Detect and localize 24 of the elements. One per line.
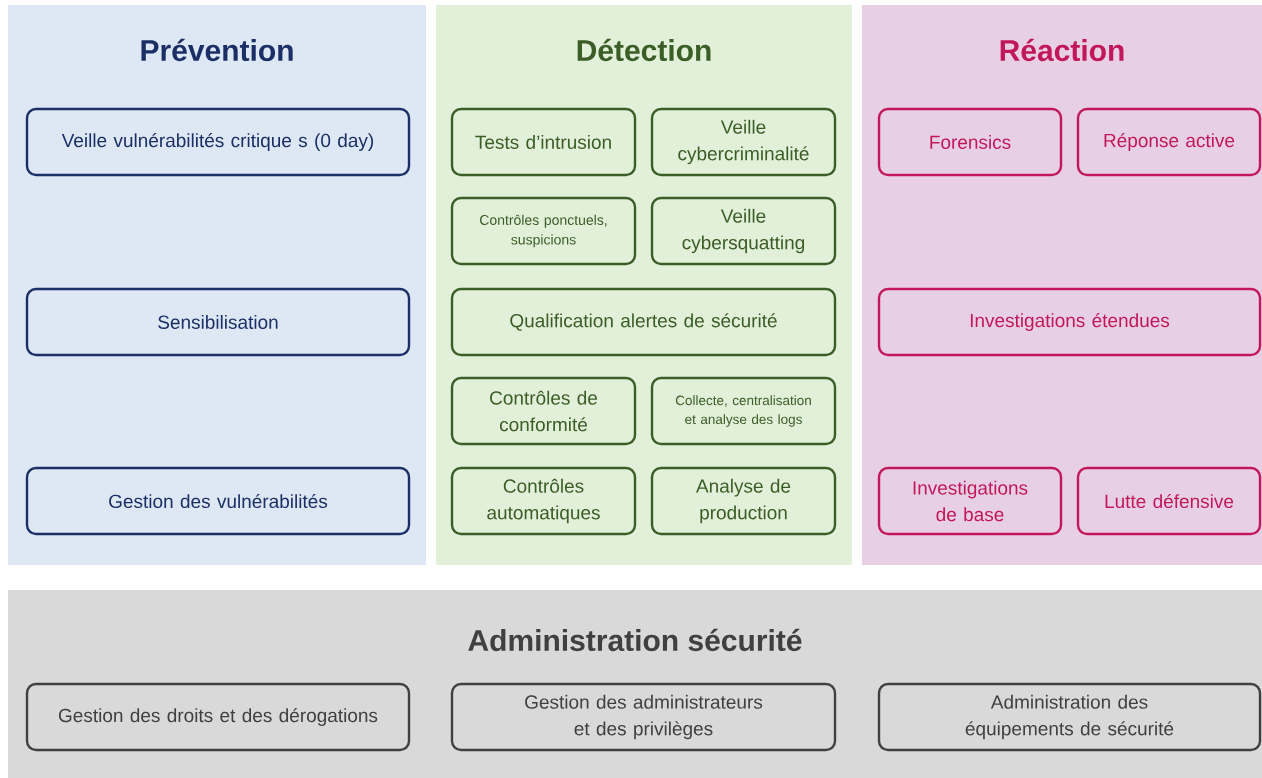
text-box: Gestion des droits et des dérogations (25, 682, 411, 752)
text-box: Administration des équipements de sécurité (877, 682, 1262, 752)
panel-heading: Administration sécurité (468, 628, 802, 652)
text-box: Veille cybersquatting (650, 196, 837, 266)
text-box: Tests d’intrusion (450, 107, 637, 177)
text-box: Contrôles automatiques (450, 466, 637, 536)
text-box: Gestion des vulnérabilités (25, 466, 411, 536)
text-box: Contrôles de conformité (450, 376, 637, 446)
text-box: Contrôles ponctuels, suspicions (450, 196, 637, 266)
text-box: Analyse de production (650, 466, 837, 536)
text-box: Investigations étendues (877, 287, 1262, 357)
text-box: Investigations de base (877, 466, 1063, 536)
text-box: Gestion des administrateurs et des privilèges (450, 682, 837, 752)
text-box: Réponse active (1076, 107, 1262, 177)
text-box: Collecte, centralisation et analyse des logs (650, 376, 837, 446)
panel-heading: Réaction (1000, 38, 1124, 62)
panel-heading: Prévention (141, 38, 293, 62)
panel-heading: Détection (577, 38, 711, 62)
text-box: Lutte défensive (1076, 466, 1262, 536)
text-box: Sensibilisation (25, 287, 411, 357)
text-box: Qualification alertes de sécurité (450, 287, 837, 357)
text-box: Forensics (877, 107, 1063, 177)
text-box: Veille cybercriminalité (650, 107, 837, 177)
text-box: Veille vulnérabilités critique s (0 day) (25, 107, 411, 177)
